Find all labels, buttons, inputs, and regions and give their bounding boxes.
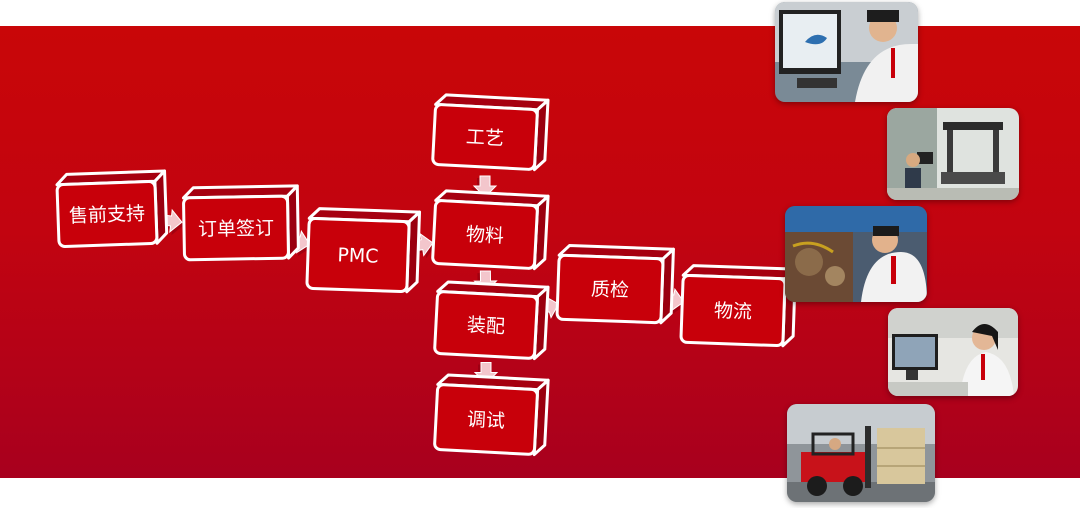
node-assembly: 装配: [433, 280, 550, 361]
node-pmc: PMC: [305, 207, 422, 294]
photo-forklift: [787, 404, 935, 502]
node-label-materials: 物料: [465, 224, 504, 248]
node-process: 工艺: [431, 93, 550, 172]
photo-assembly-worker: [785, 206, 927, 302]
node-label-pmc: PMC: [337, 244, 379, 267]
photo-quality-office: [888, 308, 1018, 396]
node-label-sales-support: 售前支持: [69, 203, 146, 228]
node-logistics: 物流: [679, 264, 797, 348]
node-materials: 物料: [431, 189, 550, 271]
node-label-order-signing: 订单签订: [198, 217, 274, 240]
node-label-assembly: 装配: [466, 314, 505, 338]
node-label-logistics: 物流: [714, 300, 753, 323]
node-order-signing: 订单签订: [181, 184, 300, 262]
node-debugging: 调试: [433, 373, 550, 457]
photo-inspection-room: [887, 108, 1019, 200]
node-label-quality-inspection: 质检: [591, 278, 630, 301]
photo-engineer-at-computer: [775, 2, 918, 102]
node-label-debugging: 调试: [466, 409, 505, 433]
node-sales-support: 售前支持: [55, 169, 169, 248]
node-label-process: 工艺: [465, 126, 504, 150]
node-quality-inspection: 质检: [555, 244, 675, 325]
